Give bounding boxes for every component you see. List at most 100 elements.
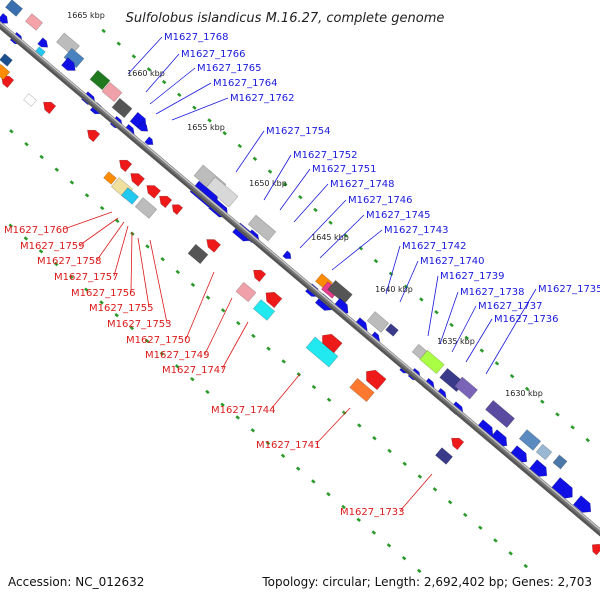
- tick-dot: [509, 373, 515, 379]
- tick-dot: [160, 257, 165, 262]
- tick-dot: [311, 479, 316, 484]
- tick-dot: [401, 555, 407, 561]
- tick-dot: [326, 397, 332, 403]
- tick-dot: [205, 389, 210, 395]
- tick-dot: [326, 492, 331, 497]
- tick-dot: [356, 517, 361, 522]
- gene-feature: [305, 336, 339, 368]
- tick-dot: [478, 525, 483, 530]
- forward-gene-label: M1627_1762: [230, 93, 295, 104]
- gene-feature: [550, 477, 573, 499]
- gene-feature: [552, 454, 568, 470]
- gene-feature: [119, 159, 133, 173]
- tick-dot: [99, 300, 104, 305]
- forward-label-leader: [427, 275, 439, 337]
- forward-gene-label: M1627_1766: [181, 49, 246, 60]
- tick-dot: [8, 223, 14, 228]
- forward-gene-label: M1627_1754: [266, 126, 331, 137]
- tick-dot: [252, 156, 258, 161]
- tick-dot: [479, 348, 485, 353]
- tick-dot: [298, 194, 303, 200]
- topology-summary: Topology: circular; Length: 2,692,402 bp…: [261, 575, 592, 589]
- tick-dot: [265, 440, 271, 446]
- gene-feature: [63, 47, 85, 69]
- forward-label-leader: [485, 288, 537, 375]
- tick-dot: [403, 284, 409, 289]
- tick-dot: [493, 538, 498, 543]
- tick-dot: [115, 218, 120, 224]
- gene-feature: [451, 437, 465, 451]
- gene-feature: [25, 13, 43, 31]
- tick-dot: [146, 67, 152, 72]
- tick-dot: [555, 412, 560, 417]
- forward-gene-label: M1627_1764: [213, 78, 278, 89]
- tick-dot: [222, 131, 227, 136]
- forward-label-leader: [145, 53, 180, 93]
- reverse-gene-label: M1627_1749: [145, 350, 210, 361]
- forward-gene-label: M1627_1752: [293, 150, 358, 161]
- gene-feature: [89, 69, 111, 91]
- forward-gene-label: M1627_1743: [384, 225, 449, 236]
- gene-feature: [171, 204, 184, 216]
- gene-feature: [205, 176, 239, 208]
- gene-feature: [111, 97, 133, 119]
- reverse-label-leader: [221, 321, 249, 370]
- tick-dot: [235, 415, 240, 420]
- tick-dot: [220, 402, 225, 407]
- reverse-gene-label: M1627_1755: [89, 303, 154, 314]
- gene-feature: [146, 185, 161, 199]
- genome-backbone: [0, 20, 600, 537]
- forward-label-leader: [149, 67, 196, 105]
- kbp-tick-label: 1655 kbp: [187, 123, 225, 132]
- tick-dot: [251, 333, 256, 339]
- tick-dot: [266, 346, 271, 351]
- gene-features: [0, 0, 600, 556]
- gene-feature: [435, 447, 453, 465]
- reverse-label-leader: [113, 225, 129, 277]
- gene-feature: [61, 57, 76, 71]
- map-title: Sulfolobus islandicus M.16.27, complete …: [126, 11, 445, 26]
- tick-dot: [130, 231, 135, 236]
- forward-gene-label: M1627_1736: [494, 314, 559, 325]
- forward-gene-label: M1627_1739: [440, 271, 505, 282]
- gene-feature: [23, 93, 37, 107]
- tick-dot: [237, 143, 243, 149]
- tick-dot: [343, 233, 348, 238]
- tick-dots: [8, 28, 590, 574]
- tick-dot: [144, 338, 150, 343]
- gene-feature: [5, 0, 23, 17]
- gene-feature: [535, 443, 553, 461]
- tick-dot: [23, 236, 29, 241]
- gene-feature: [282, 250, 292, 259]
- reverse-gene-label: M1627_1744: [211, 405, 276, 416]
- forward-gene-label: M1627_1745: [366, 210, 431, 221]
- forward-gene-label: M1627_1737: [478, 301, 543, 312]
- reverse-gene-label: M1627_1760: [4, 225, 69, 236]
- tick-dot: [295, 466, 301, 471]
- tick-dot: [161, 79, 167, 85]
- tick-dot: [129, 325, 135, 331]
- tick-dot: [540, 399, 545, 404]
- gene-feature: [87, 129, 101, 143]
- reverse-label-leader: [315, 407, 351, 445]
- tick-dot: [192, 105, 197, 110]
- tick-dot: [220, 308, 226, 313]
- tick-dot: [114, 313, 119, 318]
- backbone-line: [0, 20, 600, 534]
- reverse-label-leader: [149, 239, 168, 324]
- gene-feature: [572, 495, 592, 513]
- gene-feature: [1, 75, 15, 89]
- tick-dot: [69, 180, 75, 185]
- tick-dot: [464, 335, 469, 340]
- tick-dot: [387, 448, 392, 454]
- tick-dot: [39, 154, 44, 160]
- forward-gene-label: M1627_1751: [312, 164, 377, 175]
- gene-feature: [0, 12, 9, 24]
- forward-label-leader: [299, 199, 347, 249]
- tick-dot: [280, 453, 286, 459]
- reverse-label-leader: [79, 217, 119, 246]
- kbp-tick-label: 1630 kbp: [505, 389, 543, 398]
- tick-dot: [462, 512, 468, 518]
- tick-dot: [523, 563, 528, 569]
